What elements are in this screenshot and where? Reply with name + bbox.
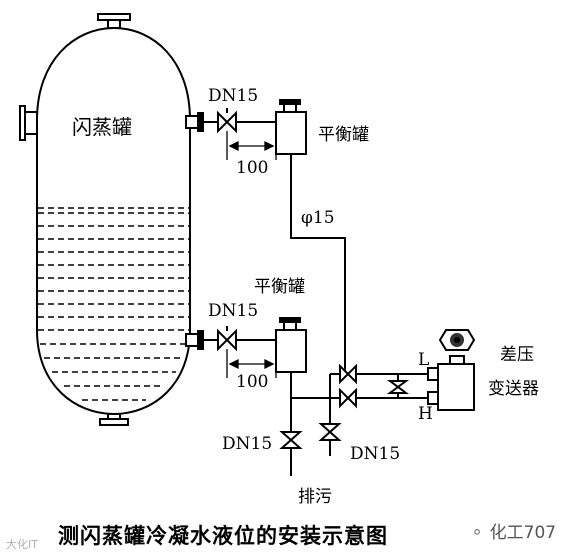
- root-valve-high: [339, 387, 357, 409]
- wechat-icon: ⚬: [470, 523, 485, 543]
- dn15-label-drain-right: DN15: [350, 444, 401, 464]
- drain-label: 排污: [298, 487, 332, 507]
- dn15-label-top: DN15: [208, 86, 259, 106]
- watermark-left: 大化IT: [6, 538, 38, 551]
- root-valve-low: [339, 363, 357, 385]
- lower-balance-tank: [275, 317, 307, 373]
- port-l-label: L: [418, 350, 430, 370]
- diagram-caption: 测闪蒸罐冷凝水液位的安装示意图: [58, 524, 388, 548]
- drain-valve-right: [318, 423, 342, 441]
- vessel-bottom-nozzle: [99, 413, 129, 426]
- drain-valve-left: [279, 431, 303, 449]
- watermark-right-text: 化工707: [489, 523, 557, 543]
- upper-dimension: [226, 131, 277, 160]
- vessel-label: 闪蒸罐: [72, 115, 132, 139]
- transmitter-label-line2: 变送器: [488, 379, 539, 399]
- upper-balance-tank: [275, 99, 307, 155]
- manhole-nozzle: [19, 105, 38, 141]
- port-h-label: H: [418, 404, 433, 424]
- dn15-label-mid: DN15: [208, 301, 259, 321]
- liquid-level: [38, 207, 189, 401]
- dp-transmitter: [427, 329, 476, 411]
- dim-label-top: 100: [236, 158, 269, 178]
- lower-dimension: [226, 349, 277, 378]
- upper-tap-nozzle: [185, 112, 218, 132]
- vessel-top-nozzle: [97, 13, 131, 29]
- impulse-line-low: [290, 154, 398, 375]
- flash-tank-vessel: [36, 26, 191, 416]
- transmitter-label-line1: 差压: [500, 345, 534, 365]
- lower-valve: [217, 326, 276, 352]
- watermark-right: ⚬ 化工707: [470, 518, 556, 543]
- balance-tank-label-top: 平衡罐: [318, 125, 369, 145]
- lower-tap-nozzle: [185, 330, 218, 350]
- pipe-diameter-label: φ15: [301, 208, 335, 228]
- upper-valve: [217, 108, 276, 134]
- balance-tank-label-bottom: 平衡罐: [254, 277, 305, 297]
- dim-label-bottom: 100: [236, 372, 269, 392]
- dn15-label-drain-left: DN15: [222, 434, 273, 454]
- equalizing-valve: [387, 374, 409, 398]
